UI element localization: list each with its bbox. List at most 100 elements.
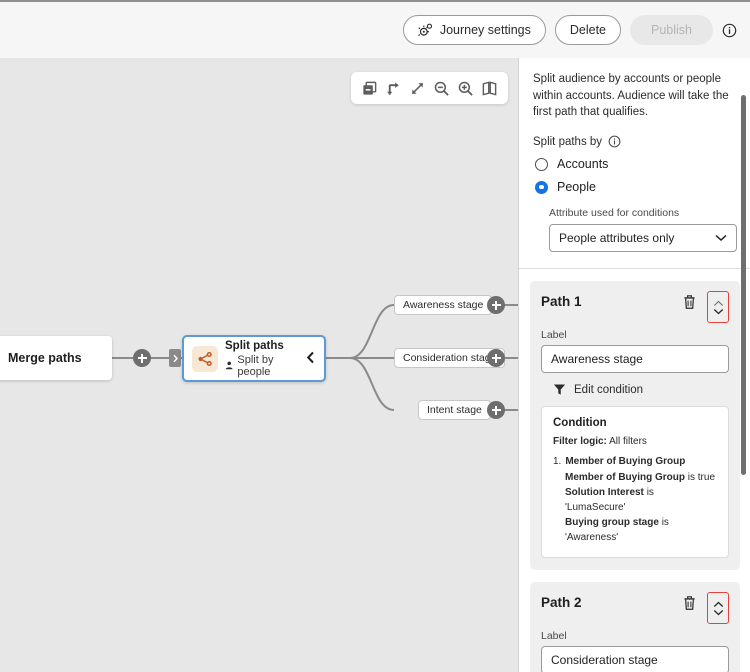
chevron-left-icon [306,351,314,363]
journey-canvas[interactable]: Merge paths Split paths [0,58,518,672]
path-1-edit-condition-button[interactable]: Edit condition [553,383,729,396]
info-icon[interactable] [608,135,621,148]
reroute-arrow-icon[interactable] [385,80,402,97]
branch-chip-awareness[interactable]: Awareness stage [394,295,493,315]
radio-accounts-indicator[interactable] [535,157,548,171]
attribute-select-value: People attributes only [559,231,675,246]
path-1-condition-name: Member of Buying Group [565,456,686,468]
split-paths-by-row: Split paths by [519,121,750,148]
publish-label: Publish [651,23,692,37]
path-2-title: Path 2 [541,595,582,611]
path-1-rule-rest: is 'Awareness' [565,517,669,544]
radio-people-label: People [557,180,596,195]
gear-icon [417,23,432,36]
path-2-reorder-stepper[interactable] [707,592,729,625]
branch-chip-consideration[interactable]: Consideration stage [394,348,506,368]
path-1-condition-item-head: 1. Member of Buying Group [553,456,717,467]
share-split-icon [192,345,218,372]
path-1-rule: Member of Buying Group is true [565,470,717,485]
top-toolbar: Journey settings Delete Publish [0,0,750,58]
path-2-label-value: Consideration stage [551,653,658,668]
radio-option-people[interactable]: People [519,171,750,194]
path-1-condition-number: 1. [553,456,562,468]
split-paths-settings-panel: Split audience by accounts or people wit… [518,58,750,672]
add-step-plus-button[interactable] [133,349,151,367]
path-1-rule-rest: is 'LumaSecure' [565,487,654,514]
path-1-rule-attr: Solution Interest [565,487,644,499]
branch-label: Intent stage [427,404,482,416]
radio-option-accounts[interactable]: Accounts [519,148,750,171]
chevron-right-icon [172,354,178,362]
panel-scrollbar[interactable] [741,95,746,475]
path-1-delete-button[interactable] [678,291,700,313]
path-1-reorder-stepper[interactable] [707,291,729,324]
radio-people-indicator[interactable] [535,180,548,194]
split-node-title: Split paths [225,339,284,352]
journey-settings-label: Journey settings [439,23,531,37]
branch-add-button-1[interactable] [487,296,505,314]
path-1-rule: Solution Interest is 'LumaSecure' [565,485,717,515]
collapse-node-button[interactable] [305,351,316,367]
path-1-rule-rest: is true [687,472,716,484]
journey-settings-button[interactable]: Journey settings [402,15,546,45]
path-2-delete-button[interactable] [678,592,700,614]
path-1-header: Path 1 [541,291,729,324]
chevron-up-icon[interactable] [713,601,724,608]
collapse-icon[interactable] [409,80,426,97]
branch-add-button-3[interactable] [487,401,505,419]
path-1-condition-box: Condition Filter logic: All filters 1. M… [541,406,729,559]
path-2-label-input[interactable]: Consideration stage [541,646,729,672]
expand-branch-tab[interactable] [169,349,181,367]
chevron-down-icon[interactable] [713,308,724,315]
path-1-rule-attr: Member of Buying Group [565,472,685,484]
attribute-caption: Attribute used for conditions [549,207,680,220]
path-1-condition-rules: Member of Buying Group is true Solution … [553,470,717,545]
panel-description: Split audience by accounts or people wit… [533,73,729,119]
branch-chip-intent[interactable]: Intent stage [418,400,491,420]
path-1-filter-logic-value: All filters [609,436,647,448]
path-1-edit-condition-label: Edit condition [574,383,644,396]
branch-add-button-2[interactable] [487,349,505,367]
path-1-label-input[interactable]: Awareness stage [541,345,729,374]
minimap-icon[interactable] [481,80,498,97]
path-1-rule: Buying group stage is 'Awareness' [565,515,717,545]
delete-label: Delete [569,23,606,37]
path-2-header: Path 2 [541,592,729,625]
path-1-label-value: Awareness stage [551,352,643,367]
path-1-rule-attr: Buying group stage [565,517,659,529]
canvas-toolbar [351,72,508,104]
path-card-2: Path 2 [530,582,740,672]
split-paths-node[interactable]: Split paths Split by people [182,335,326,382]
path-1-condition-title: Condition [553,417,607,430]
split-paths-by-label: Split paths by [533,135,603,148]
path-1-condition-list: 1. Member of Buying Group Member of Buyi… [553,456,717,545]
path-1-title: Path 1 [541,294,582,310]
path-1-filter-logic: Filter logic: All filters [553,436,717,447]
duplicate-icon[interactable] [361,80,378,97]
radio-accounts-label: Accounts [557,157,609,172]
panel-divider [519,268,750,270]
info-icon[interactable] [722,23,737,38]
path-1-label-caption: Label [541,329,567,342]
publish-button[interactable]: Publish [630,15,713,45]
zoom-out-icon[interactable] [433,80,450,97]
attribute-select[interactable]: People attributes only [549,224,737,253]
merge-paths-node[interactable]: Merge paths [0,336,112,380]
chevron-up-icon[interactable] [713,300,724,307]
trash-icon [683,596,695,610]
zoom-in-icon[interactable] [457,80,474,97]
filter-icon [553,384,566,395]
split-node-subtitle: Split by people [237,353,274,378]
split-node-subtitle-row: Split by people [225,354,298,378]
delete-button[interactable]: Delete [554,15,621,45]
path-card-1: Path 1 [530,281,740,571]
path-2-label-caption: Label [541,630,567,643]
person-icon [225,361,233,370]
path-1-filter-logic-key: Filter logic: [553,436,607,448]
merge-paths-label: Merge paths [8,351,82,365]
chevron-down-icon[interactable] [713,609,724,616]
chevron-down-icon [715,234,727,242]
trash-icon [683,295,695,309]
branch-label: Awareness stage [403,299,484,311]
